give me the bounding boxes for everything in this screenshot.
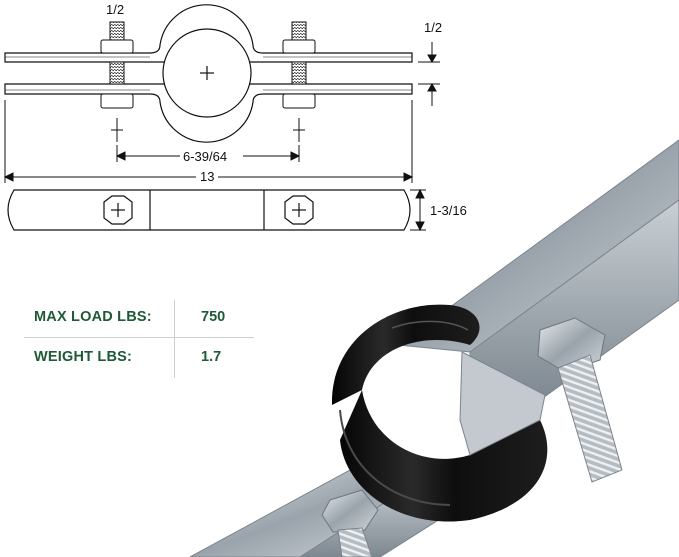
product-photo: [189, 139, 679, 557]
clamp-top-view: [7, 189, 411, 231]
spec-row-max-load: MAX LOAD LBS: 750: [24, 300, 264, 340]
upper-strap: [396, 139, 679, 353]
dim-strap-height: 1-3/16: [430, 203, 467, 218]
spec-value: 1.7: [201, 349, 222, 365]
dim-height-lines: [410, 188, 426, 232]
spec-row-weight: WEIGHT LBS: 1.7: [24, 340, 264, 380]
spec-divider-vertical: [174, 300, 175, 378]
spec-label: MAX LOAD LBS:: [34, 309, 152, 325]
left-bolt: [100, 21, 134, 142]
black-clamp: [331, 304, 480, 405]
dim-gap-lines: [418, 42, 440, 106]
dim-bolt-size: 1/2: [106, 2, 124, 17]
spec-value: 750: [201, 309, 226, 325]
threaded-rod: [557, 354, 623, 483]
spec-table: MAX LOAD LBS: 750 WEIGHT LBS: 1.7: [24, 300, 264, 380]
right-bolt: [282, 21, 316, 142]
spec-divider-horizontal: [24, 337, 254, 338]
lower-nut: [321, 489, 379, 533]
dim-bolt-spacing: 6-39/64: [183, 149, 227, 164]
dim-overall-length: 13: [200, 169, 214, 184]
dim-bolt-spacing-lines: [115, 145, 301, 162]
dim-overall-lines: [3, 100, 414, 183]
dim-gap: 1/2: [424, 20, 442, 35]
spec-label: WEIGHT LBS:: [34, 349, 133, 365]
clamp-front-view: [4, 4, 413, 143]
